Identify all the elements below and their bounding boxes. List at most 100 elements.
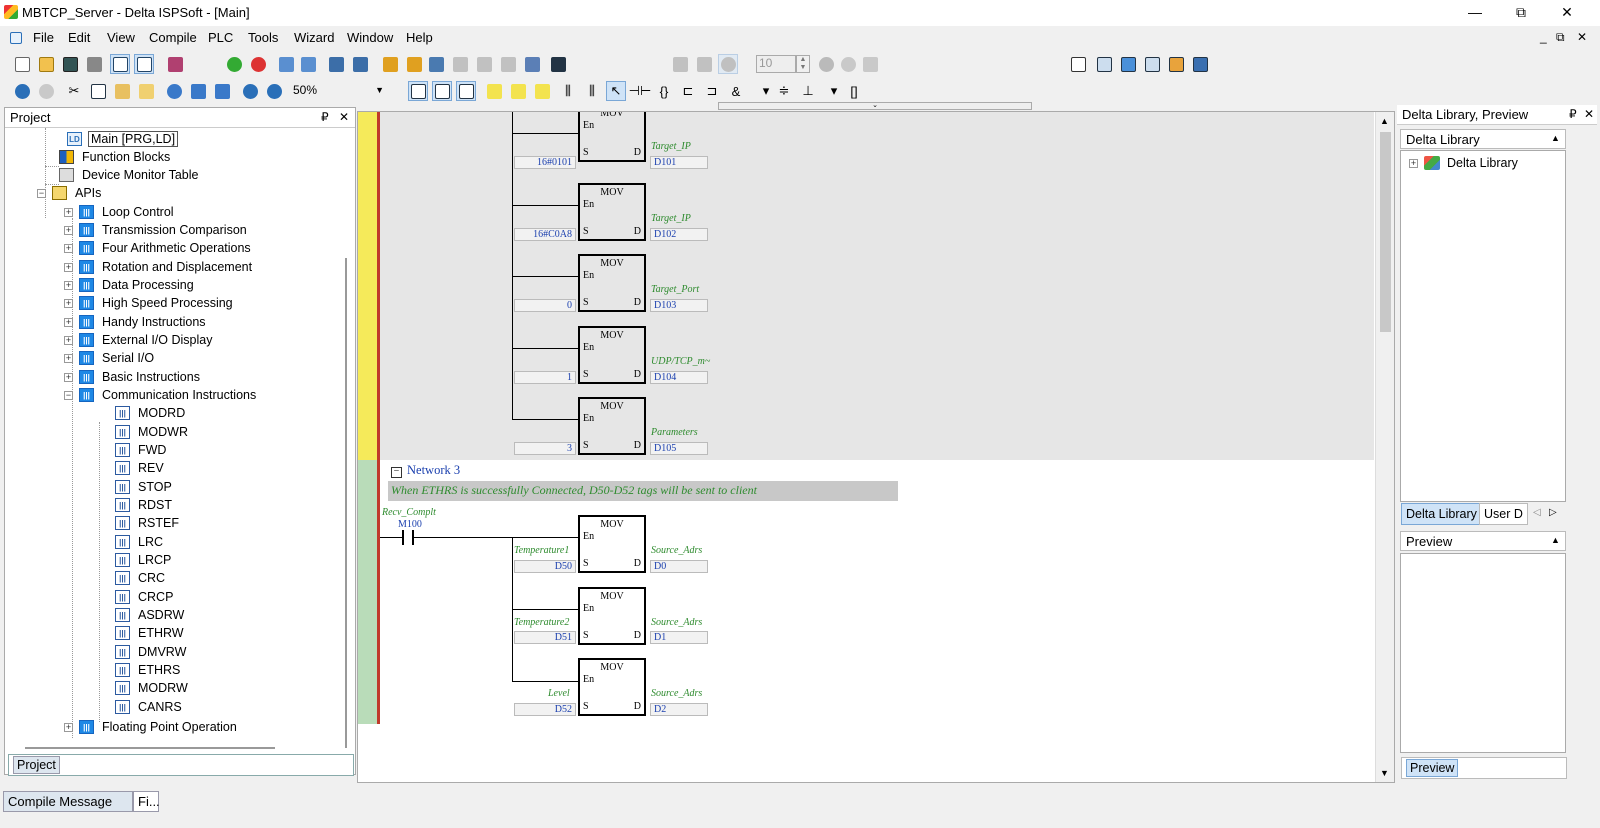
tree-node-serial-io[interactable]: +|||Serial I/O — [64, 349, 156, 367]
menu-view[interactable]: View — [107, 30, 135, 45]
scroll-up-icon[interactable]: ▲ — [1380, 116, 1389, 126]
download-icon[interactable] — [298, 54, 318, 74]
window-icon[interactable] — [1166, 54, 1186, 74]
collapse-icon[interactable]: − — [391, 467, 402, 478]
expand-icon[interactable]: + — [64, 261, 73, 272]
tree-node-instruction[interactable]: |||RDST — [115, 496, 174, 514]
tree-node-instruction[interactable]: |||MODRD — [115, 404, 187, 422]
library-node[interactable]: + Delta Library — [1409, 154, 1520, 172]
ladder-grid-icon[interactable] — [456, 81, 476, 101]
tree-node-instruction[interactable]: |||ETHRS — [115, 661, 182, 679]
editor-dropdown[interactable]: ⌄ — [718, 102, 1032, 110]
refresh-icon[interactable] — [838, 54, 858, 74]
tree-node-loop-control[interactable]: +|||Loop Control — [64, 203, 176, 221]
find-icon[interactable] — [164, 81, 184, 101]
expand-icon[interactable]: + — [64, 721, 73, 732]
tree-horizontal-scrollbar[interactable] — [25, 747, 275, 749]
print-icon[interactable] — [84, 54, 104, 74]
doc-icon[interactable] — [6, 28, 26, 48]
tree-node-instruction[interactable]: |||CRC — [115, 569, 167, 587]
tree-node-instruction[interactable]: |||CRCP — [115, 588, 175, 606]
mdi-restore-button[interactable]: ⧉ — [1556, 30, 1565, 44]
tab-find[interactable]: Fi... — [133, 791, 160, 812]
goto-icon[interactable] — [212, 81, 232, 101]
chevron-up-icon[interactable]: ▲ — [1551, 133, 1560, 143]
dest-operand[interactable]: D0 — [650, 560, 708, 573]
open-folder-icon[interactable] — [36, 54, 56, 74]
window-tile-icon[interactable] — [1068, 54, 1088, 74]
tree-node-instruction[interactable]: |||STOP — [115, 478, 174, 496]
preview-header[interactable]: Preview ▲ — [1400, 531, 1566, 551]
expand-icon[interactable]: + — [64, 297, 73, 308]
copy-icon[interactable] — [88, 81, 108, 101]
network-icon[interactable] — [522, 54, 542, 74]
step-input[interactable]: 10 — [756, 55, 796, 73]
scroll-down-icon[interactable]: ▼ — [1380, 768, 1389, 778]
tree-node-instruction[interactable]: |||FWD — [115, 441, 168, 459]
network-insert-icon[interactable]: ⫼ — [589, 83, 595, 98]
menu-wizard[interactable]: Wizard — [294, 30, 335, 45]
window-icon[interactable] — [1094, 54, 1114, 74]
menu-plc[interactable]: PLC — [208, 30, 234, 45]
source-operand[interactable]: 1 — [514, 371, 576, 384]
replace-icon[interactable] — [188, 81, 208, 101]
vertical-line-icon[interactable]: ⊥ — [802, 83, 814, 98]
coil-icon[interactable]: {} — [659, 83, 669, 99]
close-icon[interactable]: ✕ — [1584, 107, 1595, 121]
network-3-header[interactable]: −Network 3 — [391, 463, 460, 478]
menu-window[interactable]: Window — [347, 30, 394, 45]
comm-setting-icon[interactable] — [548, 54, 568, 74]
tree-vertical-scrollbar[interactable] — [345, 258, 347, 748]
chevron-left-icon[interactable]: ◁ — [1533, 507, 1541, 518]
layout-split-icon[interactable] — [134, 54, 154, 74]
tree-node-device-monitor[interactable]: Device Monitor Table — [59, 166, 201, 184]
ladder-mode-icon[interactable] — [408, 81, 428, 101]
chevron-up-icon[interactable]: ▲ — [1551, 535, 1560, 545]
tab-delta-library[interactable]: Delta Library — [1401, 503, 1482, 525]
expand-icon[interactable]: + — [64, 334, 73, 345]
tree-node-floating-point[interactable]: +|||Floating Point Operation — [64, 718, 239, 736]
network-comment[interactable]: When ETHRS is successfully Connected, D5… — [388, 481, 898, 501]
stop-icon[interactable] — [248, 54, 268, 74]
zoom-in-icon[interactable] — [240, 81, 260, 101]
tree-node-instruction[interactable]: |||LRCP — [115, 551, 173, 569]
ladder-view-icon[interactable] — [432, 81, 452, 101]
run-icon[interactable] — [224, 54, 244, 74]
eraser-icon[interactable] — [136, 81, 156, 101]
tree-node-basic[interactable]: +|||Basic Instructions — [64, 368, 202, 386]
new-file-icon[interactable] — [12, 54, 32, 74]
editor-vertical-scrollbar[interactable]: ▲ ▼ — [1375, 112, 1394, 782]
source-operand[interactable]: D52 — [514, 703, 576, 716]
maximize-button[interactable]: ⧉ — [1516, 4, 1526, 20]
dest-operand[interactable]: D2 — [650, 703, 708, 716]
tree-node-instruction[interactable]: |||DMVRW — [115, 643, 188, 661]
disabled-tool-icon[interactable] — [450, 54, 470, 74]
network-insert-icon[interactable]: ⫼ — [565, 83, 571, 98]
disabled-tool-icon[interactable] — [860, 54, 880, 74]
tree-node-function-blocks[interactable]: Function Blocks — [59, 148, 172, 166]
tree-node-instruction[interactable]: |||CANRS — [115, 698, 184, 716]
paste-icon[interactable] — [112, 81, 132, 101]
tab-project[interactable]: Project — [8, 754, 354, 776]
tree-node-transmission[interactable]: +|||Transmission Comparison — [64, 221, 249, 239]
dest-operand[interactable]: D103 — [650, 299, 708, 312]
upload-icon[interactable] — [276, 54, 296, 74]
tree-node-external-io[interactable]: +|||External I/O Display — [64, 331, 214, 349]
disabled-tool-icon[interactable] — [694, 54, 714, 74]
step-spinner[interactable]: ▲▼ — [796, 55, 810, 73]
dest-operand[interactable]: D101 — [650, 156, 708, 169]
collapse-icon[interactable]: − — [37, 187, 46, 198]
library-header[interactable]: Delta Library ▲ — [1400, 129, 1566, 149]
api-icon[interactable]: ⊐ — [706, 83, 718, 98]
mdi-minimize-button[interactable]: _ — [1540, 30, 1547, 44]
tree-node-apis[interactable]: − APIs — [37, 184, 103, 202]
tab-compile-message[interactable]: Compile Message — [3, 791, 133, 812]
